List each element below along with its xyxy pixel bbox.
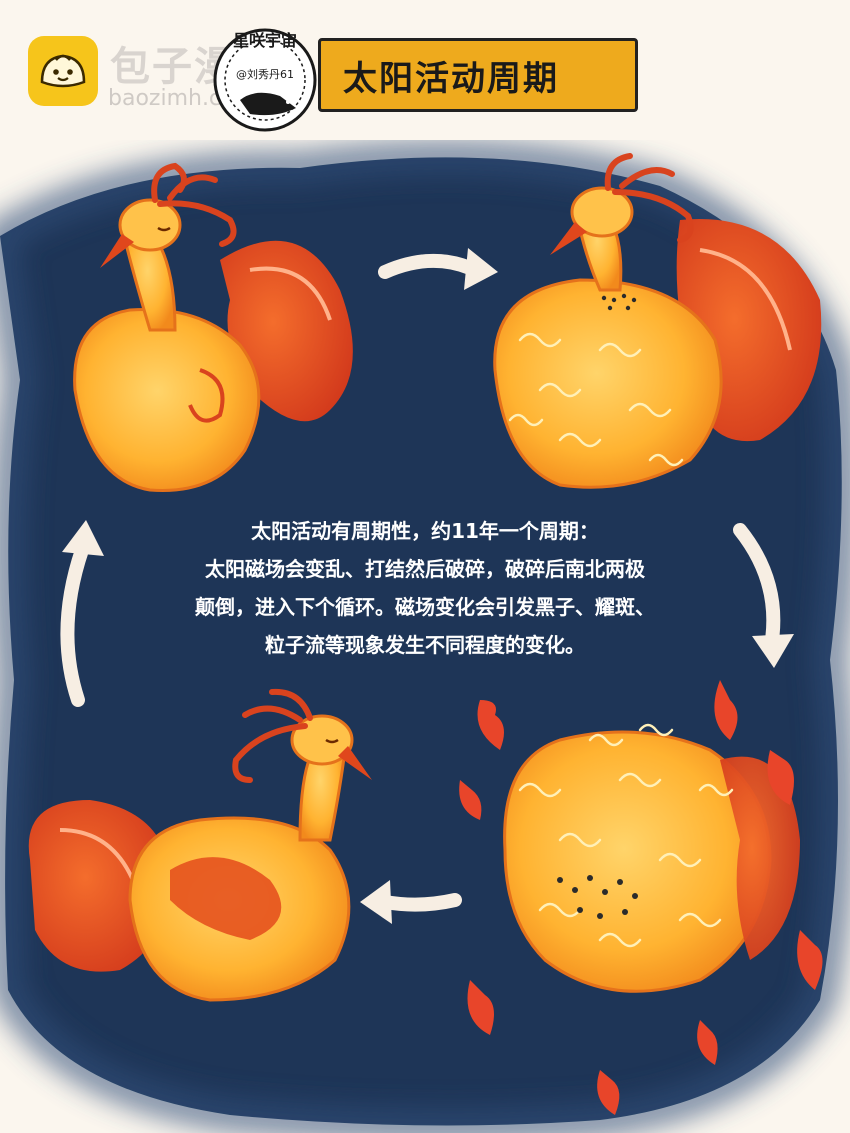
arrow-up-icon [60, 543, 89, 707]
cycle-description: 太阳活动有周期性，约11年一个周期： 太阳磁场会变乱、打结然后破碎，破碎后南北两… [100, 512, 750, 664]
flame-icons [459, 680, 823, 1115]
seal-bird-icon [240, 92, 296, 116]
author-seal: 星咲宇宙 @刘秀丹61 [213, 28, 317, 132]
page-title: 太阳活动周期 [343, 59, 559, 99]
phoenix-burning [459, 680, 823, 1115]
phoenix-cycle-illustration [0, 142, 850, 1133]
arrow-down-icon [733, 523, 781, 647]
title-banner: 太阳活动周期 [318, 38, 638, 112]
phoenix-calm [73, 162, 353, 492]
phoenix-tangled [493, 153, 822, 489]
seal-handle: @刘秀丹61 [236, 68, 294, 81]
arrow-right-icon [378, 253, 477, 279]
arrow-left-icon [378, 893, 462, 912]
description-line-3: 颠倒，进入下个循环。磁场变化会引发黑子、耀斑、 [195, 595, 655, 619]
bun-icon [28, 36, 98, 106]
description-line-2: 太阳磁场会变乱、打结然后破碎，破碎后南北两极 [205, 557, 645, 581]
description-line-1: 太阳活动有周期性，约11年一个周期： [251, 519, 599, 543]
description-line-4: 粒子流等现象发生不同程度的变化。 [265, 633, 585, 657]
seal-text: 星咲宇宙 [233, 31, 297, 50]
phoenix-reborn [28, 688, 372, 1002]
